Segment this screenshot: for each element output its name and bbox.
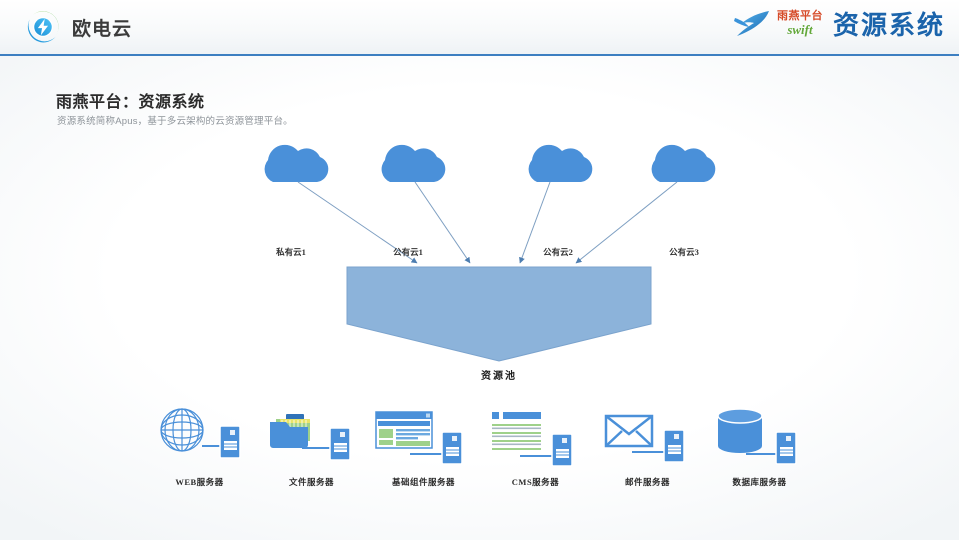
server-item-file: 文件服务器 (256, 404, 368, 488)
resource-pool-shape (346, 266, 652, 362)
company-brand: 欧电云 (24, 8, 132, 46)
server-label-file: 文件服务器 (288, 477, 334, 487)
swift-wordmark: 雨燕平台 swift (776, 10, 823, 37)
server-item-mail: 邮件服务器 (592, 404, 704, 488)
swift-bird-icon (731, 8, 771, 40)
server-tower (440, 431, 463, 465)
server-label-cms: CMS服务器 (511, 477, 560, 487)
system-title: 资源系统 (832, 10, 945, 40)
folder-icon (256, 404, 368, 468)
server-label-database: 数据库服务器 (732, 477, 787, 487)
odc-circle-lightning-logo-icon (24, 8, 62, 46)
server-tower (662, 429, 685, 463)
server-tower (328, 427, 351, 461)
architecture-diagram: 私有云1 公有云1 公有云2 公有云3 资源池 (0, 56, 959, 540)
server-row: WEB服务器 (0, 404, 959, 524)
slide-body: 雨燕平台：资源系统 资源系统简称Apus，基于多云架构的云资源管理平台。 (0, 56, 959, 540)
cloud-shape-group (264, 144, 716, 182)
header-divider (0, 54, 959, 56)
browser-window-icon (368, 404, 480, 468)
database-cylinder-icon (704, 404, 816, 468)
page-subtitle: 资源系统简称Apus，基于多云架构的云资源管理平台。 (57, 116, 293, 127)
cloud-label-2: 公有云2 (543, 247, 573, 257)
envelope-icon (592, 404, 704, 468)
server-tower (550, 433, 573, 467)
server-label-web: WEB服务器 (175, 477, 224, 487)
product-brand: 雨燕平台 swift 资源系统 (731, 5, 945, 42)
globe-icon (144, 404, 256, 468)
cloud-to-pool-connectors (297, 181, 678, 264)
cloud-label-0: 私有云1 (276, 247, 306, 257)
server-item-database: 数据库服务器 (704, 404, 816, 488)
list-document-icon (480, 404, 592, 468)
server-item-web: WEB服务器 (144, 404, 256, 488)
company-name: 欧电云 (72, 18, 133, 40)
server-item-base-component: 基础组件服务器 (368, 404, 480, 488)
diagram-canvas (264, 144, 716, 362)
cloud-label-3: 公有云3 (669, 247, 699, 257)
server-tower (774, 431, 797, 465)
cloud-label-1: 公有云1 (393, 247, 423, 257)
page-header: 欧电云 雨燕平台 swift 资源系统 (0, 0, 959, 56)
server-tower (218, 425, 241, 459)
product-name-en: swift (787, 22, 813, 37)
server-item-cms: CMS服务器 (480, 404, 592, 488)
resource-pool-label: 资源池 (481, 371, 517, 382)
server-label-base-component: 基础组件服务器 (391, 477, 455, 487)
server-label-mail: 邮件服务器 (624, 477, 670, 487)
page-title: 雨燕平台：资源系统 (56, 94, 205, 111)
product-name-cn: 雨燕平台 (776, 10, 823, 22)
